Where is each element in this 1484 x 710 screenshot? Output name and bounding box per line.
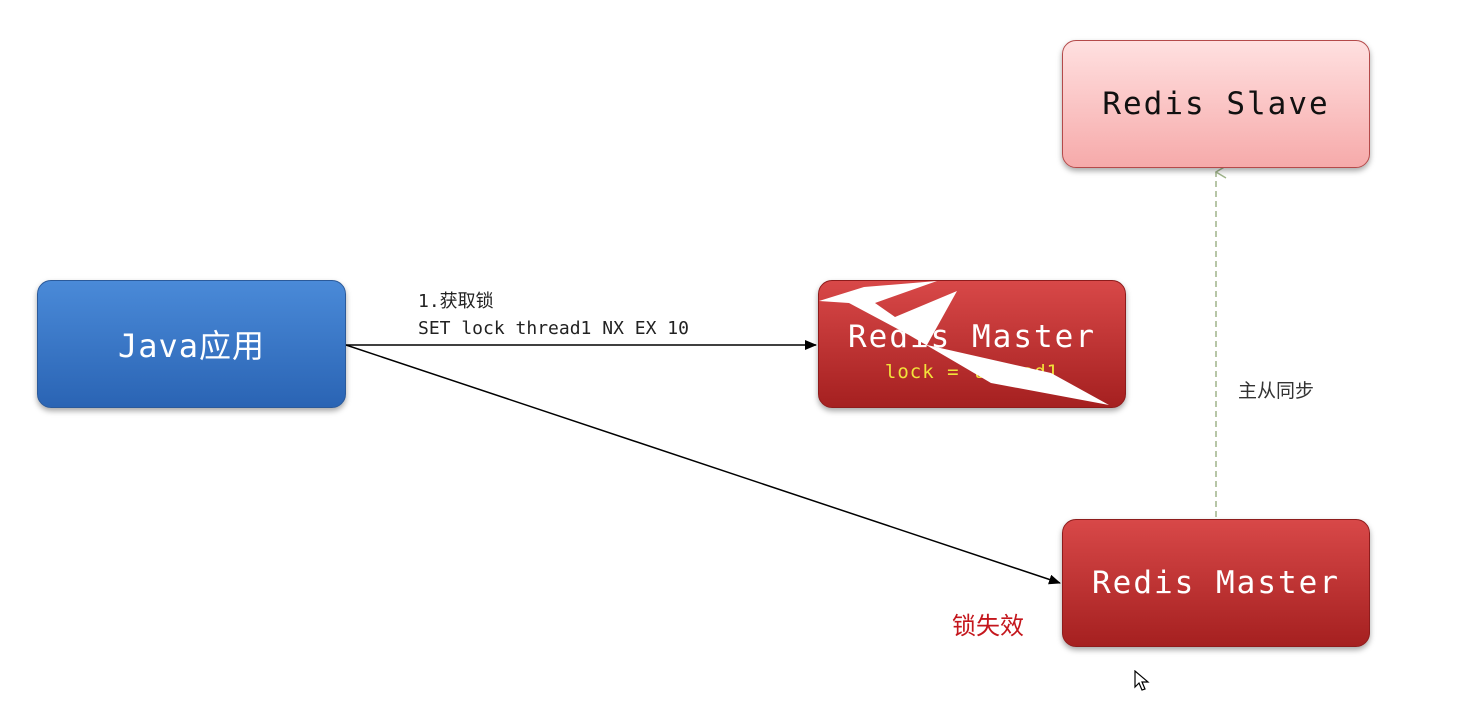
acquire-lock-step-label: 1.获取锁 [418, 291, 494, 312]
redis-slave-node: Redis Slave [1062, 40, 1370, 168]
redis-slave-label: Redis Slave [1102, 86, 1330, 122]
arrow-java-to-master-bottom [345, 344, 1061, 585]
replication-label: 主从同步 [1238, 380, 1315, 402]
redis-master-bottom-node: Redis Master [1062, 519, 1370, 647]
java-app-node: Java应用 [37, 280, 346, 408]
java-app-label: Java应用 [117, 327, 266, 365]
set-command-label: SET lock thread1 NX EX 10 [418, 318, 689, 339]
redis-master-bottom-label: Redis Master [1092, 565, 1340, 601]
redis-master-top-node: Redis Master lock = thread1 [818, 280, 1126, 408]
acquire-lock-annotation: 1.获取锁 SET lock thread1 NX EX 10 [418, 288, 689, 342]
lock-invalid-label: 锁失效 [952, 612, 1024, 640]
redis-master-top-label: Redis Master [848, 319, 1096, 355]
mouse-cursor-icon [1134, 670, 1150, 691]
lightning-bolt-icon [819, 281, 1109, 405]
